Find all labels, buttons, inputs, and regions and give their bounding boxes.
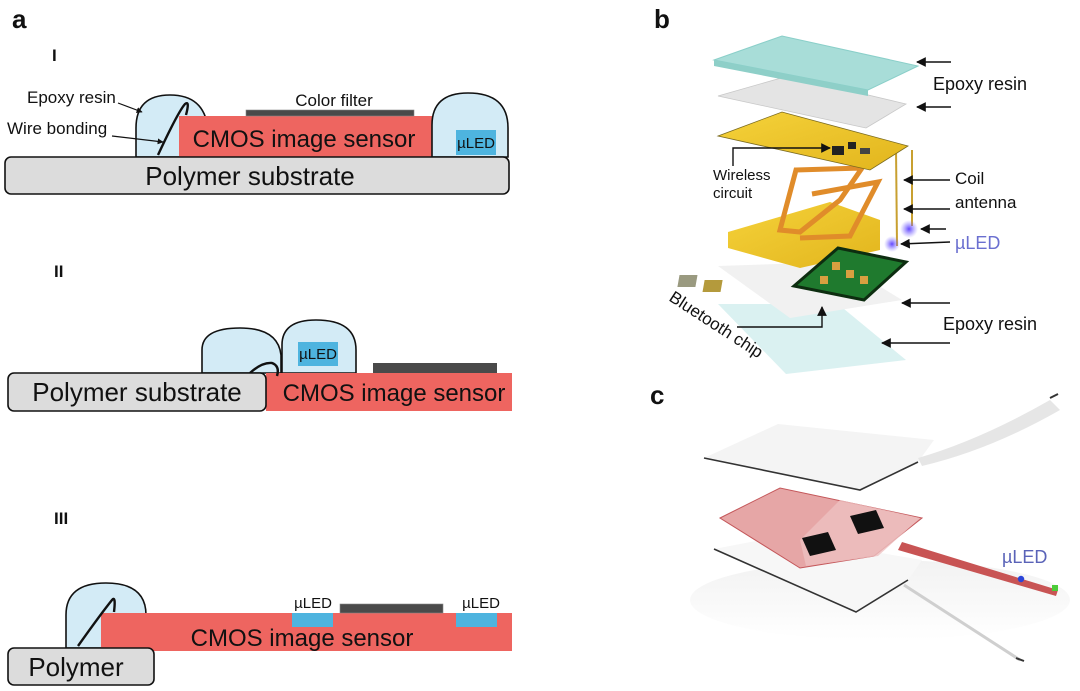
epoxy-layer-top-edge [714, 60, 868, 96]
polymer-substrate [7, 372, 267, 412]
color-filter [339, 603, 444, 614]
variant-III: III µLED µLED CMOS image sensor Polymer [7, 509, 512, 686]
cmos-label: CMOS image sensor [191, 625, 414, 652]
bottom-sheet-edge [713, 548, 909, 613]
uled-label-2: µLED [462, 595, 500, 612]
chip-2 [802, 532, 836, 556]
numeral-II: II [54, 262, 63, 281]
cmos-sensor [179, 116, 432, 157]
coil-antenna [776, 165, 867, 235]
epoxy-layer-bottom [718, 304, 906, 374]
bonding-wire [156, 101, 189, 156]
bonding-wire [77, 597, 116, 647]
coil-label-2: antenna [955, 193, 1017, 212]
bonding-wire [249, 361, 280, 377]
chip-1 [850, 510, 884, 534]
epoxy-layer-gray [717, 75, 908, 129]
wireless-label-2: circuit [713, 185, 753, 202]
pad-2 [702, 280, 723, 292]
coil-antenna-turn [799, 178, 883, 241]
circuit-component [848, 142, 856, 149]
variant-I: I µLED Polymer substrate CMOS image sens… [4, 46, 510, 195]
uled-glow-1 [900, 220, 918, 238]
cmos-sensor [266, 373, 512, 411]
variant-II: II µLED Polymer substrate CMOS image sen… [7, 262, 512, 412]
uled-label: µLED [955, 233, 1000, 253]
top-cable [918, 400, 1060, 466]
chip-pad [846, 270, 854, 278]
polymer-substrate [4, 156, 510, 195]
probe-trace [898, 542, 1058, 596]
panel-c-label: c [650, 380, 664, 410]
coil-label-1: Coil [955, 169, 984, 188]
epoxy-resin-label: Epoxy resin [27, 88, 116, 107]
numeral-I: I [52, 46, 57, 65]
epoxy-resin-bottom-label: Epoxy resin [943, 314, 1037, 334]
epoxy-arrow [117, 102, 143, 113]
color-filter-label: Color filter [295, 91, 373, 110]
cmos-label: CMOS image sensor [283, 380, 506, 407]
wireless-label-1: Wireless [713, 167, 771, 184]
uled-label: µLED [457, 135, 495, 152]
bottom-cable-end [1015, 657, 1025, 662]
arrow-uled-2 [900, 238, 951, 249]
wire-arrow [111, 135, 164, 145]
probe-tip [1052, 585, 1058, 591]
arrow-wireless-circuit [732, 143, 831, 166]
uled-chip-2 [456, 613, 497, 627]
substrate-label: Polymer [28, 652, 124, 682]
epoxy-dome-left [201, 327, 282, 374]
bottom-cable [903, 583, 1021, 662]
exploded-device-c: µLED [690, 393, 1070, 662]
uled-dot [1017, 575, 1025, 583]
wireless-circuit-board [716, 111, 909, 171]
substrate-label: Polymer substrate [145, 161, 355, 191]
numeral-III: III [54, 509, 68, 528]
top-sheet [704, 424, 934, 490]
circuit-component [860, 148, 870, 154]
substrate-label: Polymer substrate [32, 377, 242, 407]
color-filter [373, 363, 497, 373]
pad-1 [677, 275, 698, 287]
cable-end [1049, 393, 1059, 399]
color-filter [245, 109, 415, 117]
top-sheet-edge [703, 457, 919, 491]
panel-b-label: b [654, 4, 670, 34]
exploded-device-b: Epoxy resin Wireless circuit Coil antenn… [666, 35, 1037, 374]
polymer-substrate [7, 647, 155, 686]
chip-pad [860, 276, 868, 284]
uled-chip [298, 342, 338, 366]
uled-label: µLED [299, 346, 337, 363]
uled-label: µLED [1002, 547, 1047, 567]
cmos-label: CMOS image sensor [193, 126, 416, 153]
panel-a-label: a [12, 4, 27, 34]
epoxy-resin-top-label: Epoxy resin [933, 74, 1027, 94]
uled-lead-1 [895, 147, 898, 247]
arrow-bluetooth [737, 306, 827, 328]
wire-bonding-label: Wire bonding [7, 119, 107, 138]
chip-pad [832, 262, 840, 270]
chip-pad [820, 276, 828, 284]
circuit-component [832, 146, 844, 155]
uled-label-1: µLED [294, 595, 332, 612]
uled-glow-2 [884, 236, 900, 252]
uled-chip [456, 130, 496, 155]
uled-chip-1 [292, 613, 333, 627]
